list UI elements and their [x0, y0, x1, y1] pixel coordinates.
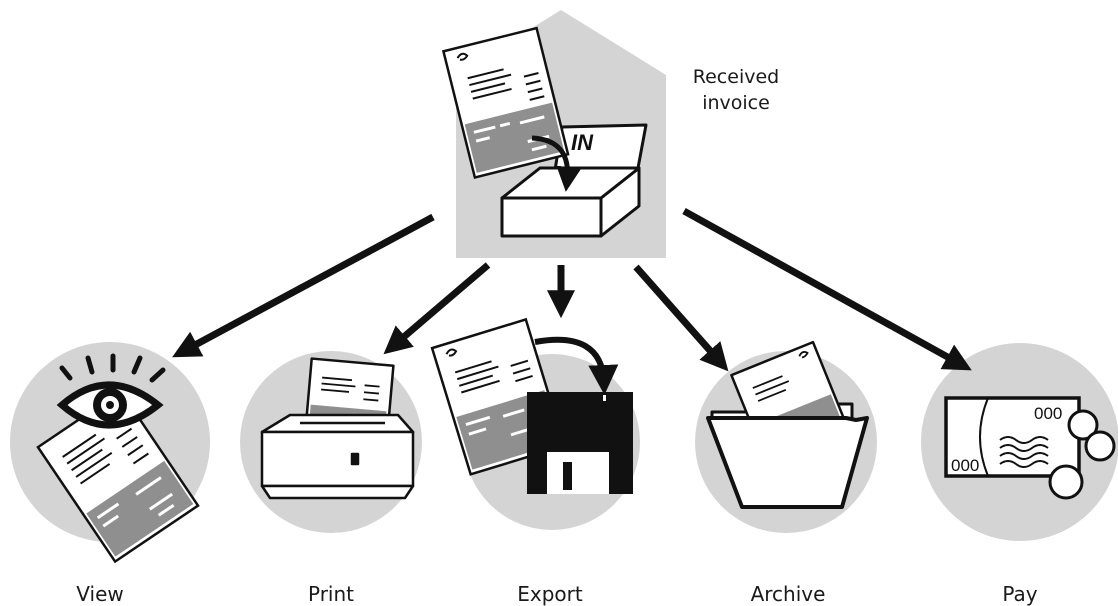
archive-label: Archive: [750, 582, 826, 606]
pay-icon: 000 000: [944, 396, 1116, 500]
into-inbox-arrow: [531, 135, 582, 192]
arrow-to-pay: [682, 207, 972, 371]
inbox-label: IN: [571, 130, 594, 155]
arrow-to-archive: [633, 264, 729, 372]
view-label: View: [76, 582, 124, 606]
pay-amount-bottom: 000: [951, 456, 979, 475]
received-label-line2: invoice: [702, 92, 770, 114]
export-icon: [430, 317, 633, 494]
arrow-to-print: [383, 262, 491, 355]
pay-label: Pay: [1002, 582, 1038, 606]
print-icon: [260, 357, 415, 500]
view-icon: [36, 353, 200, 564]
pay-amount-top: 000: [1034, 404, 1062, 423]
print-label: Print: [307, 582, 354, 606]
received-invoice-label: Received invoice: [676, 64, 796, 116]
archive-icon: [706, 340, 869, 509]
arrow-to-view: [172, 213, 435, 358]
inbox-tray-icon: IN: [500, 123, 648, 238]
export-label: Export: [517, 582, 583, 606]
flow-arrows: [172, 207, 972, 372]
received-label-line1: Received: [692, 66, 780, 88]
